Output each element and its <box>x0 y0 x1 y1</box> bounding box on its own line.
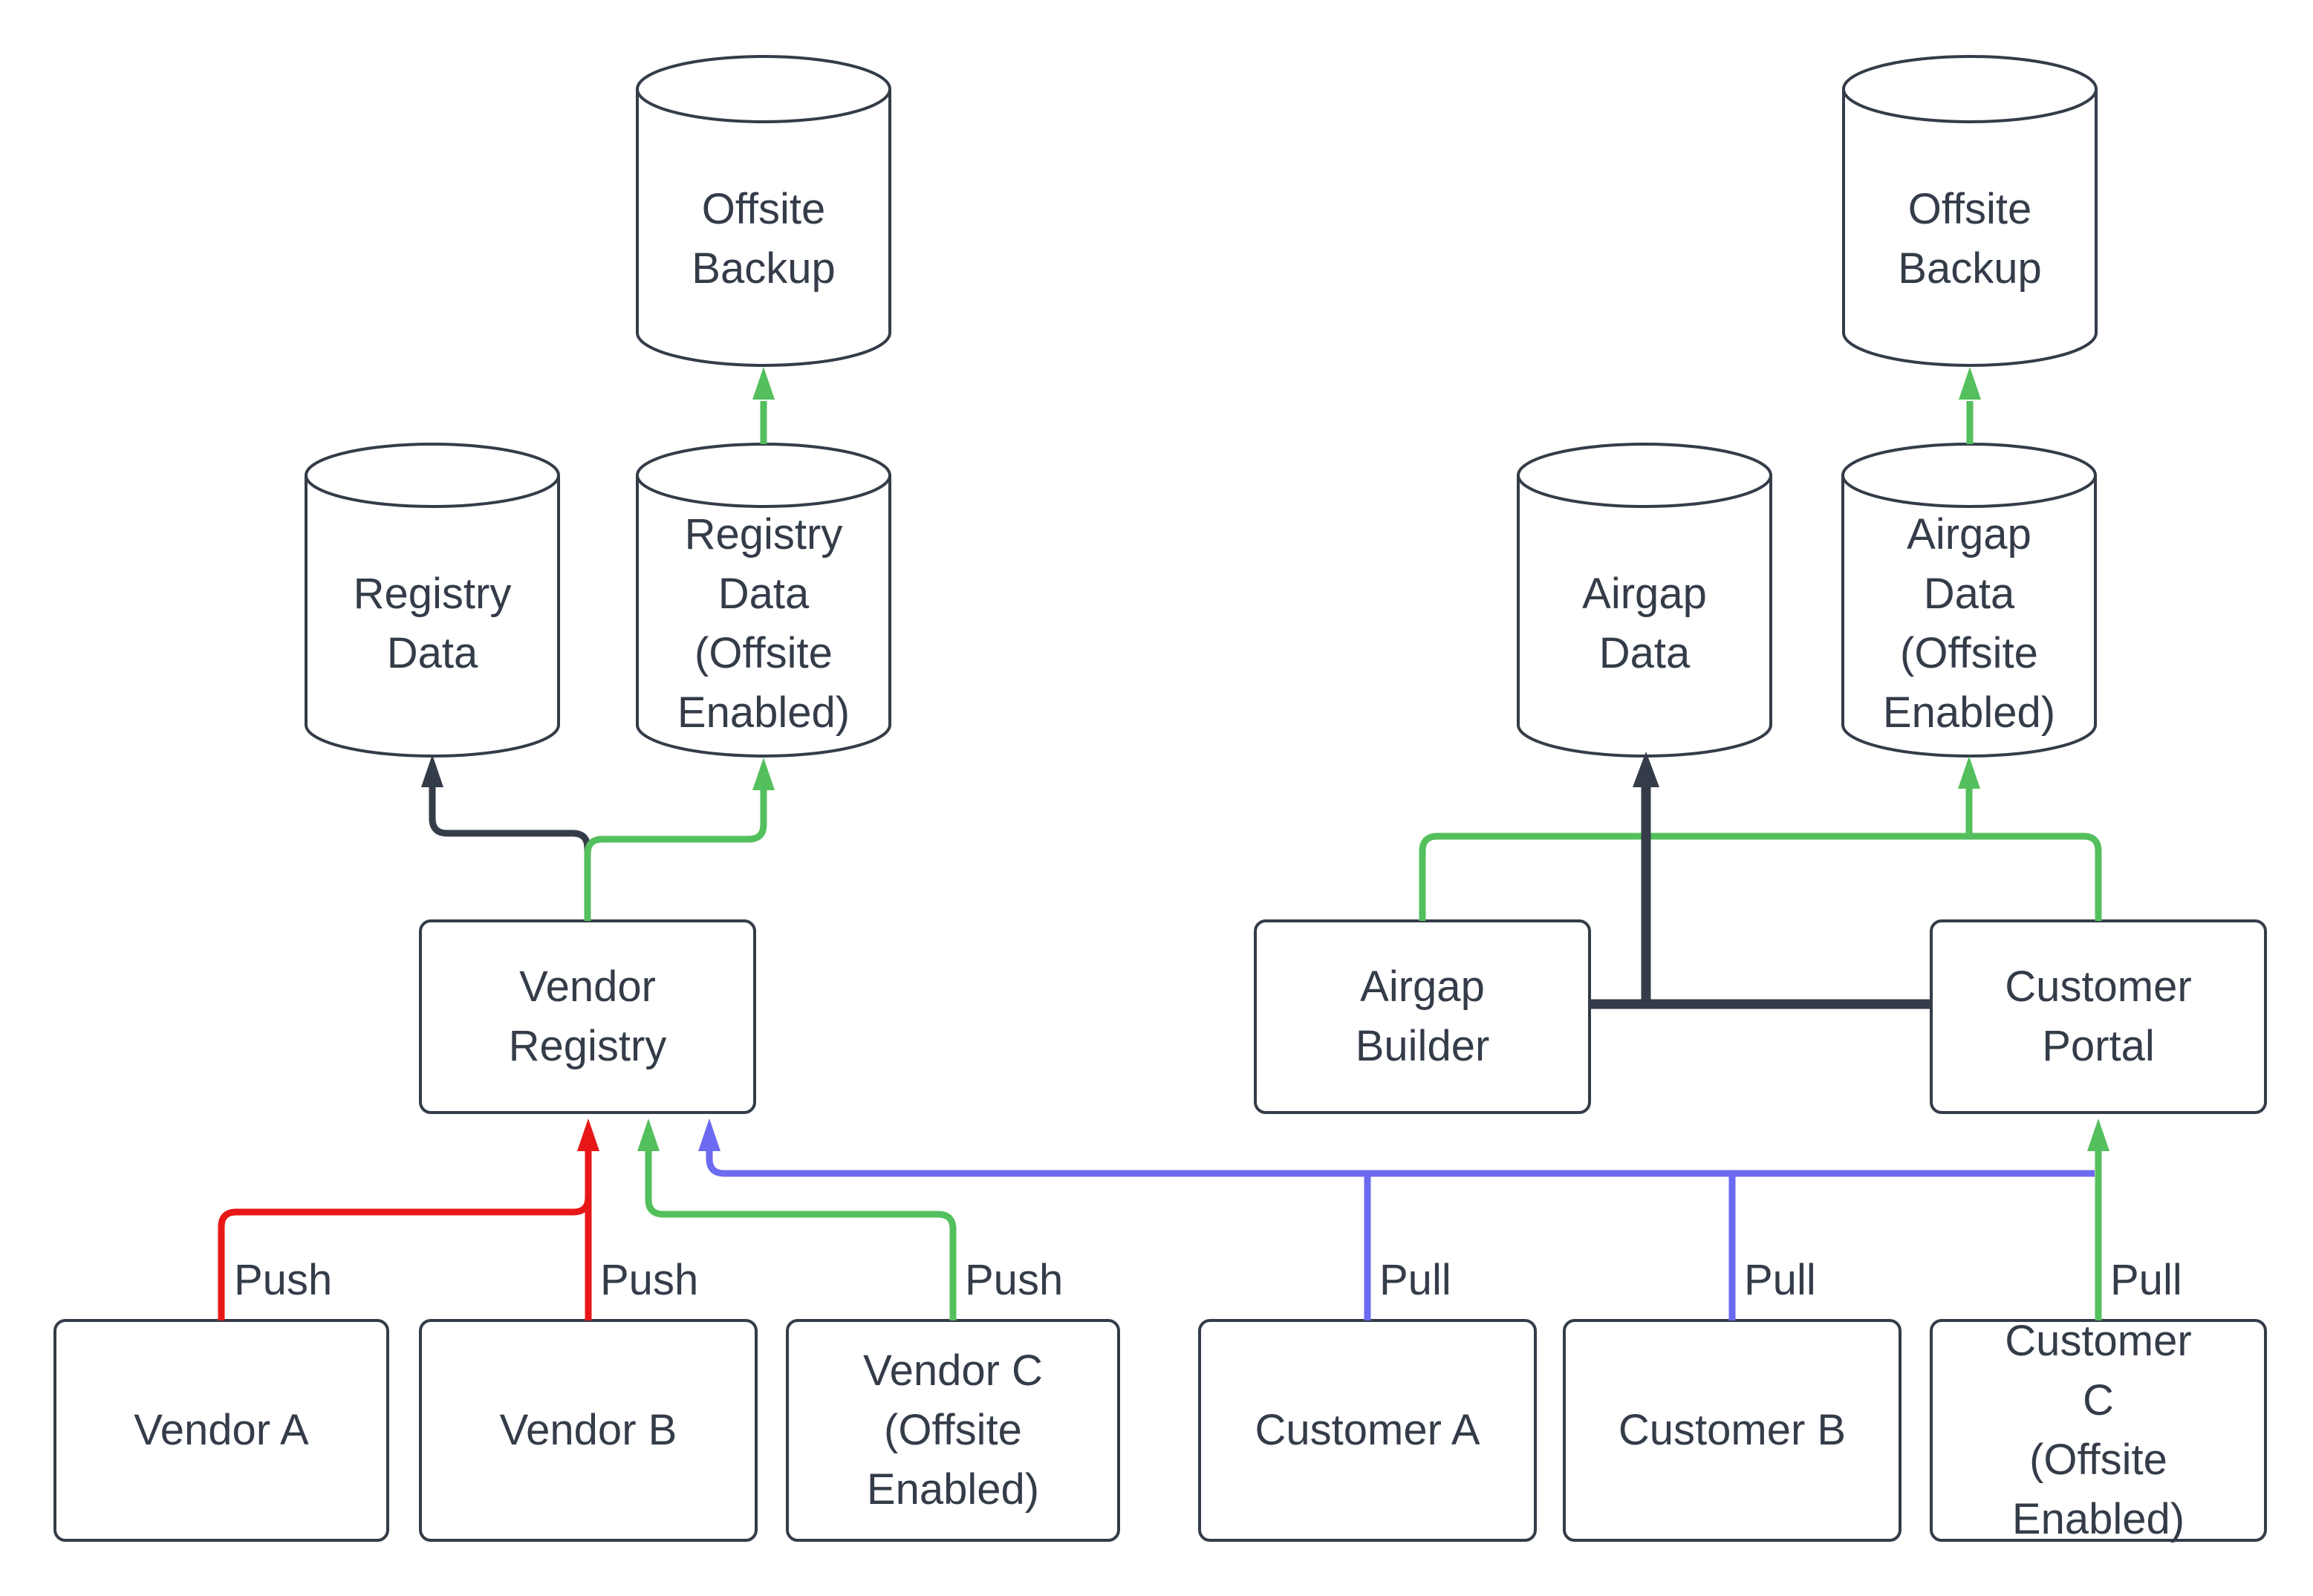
edge-vendor-registry-to-registry-data-offsite <box>584 790 767 921</box>
edge-label-push-vendor-a: Push <box>234 1256 333 1304</box>
label-vendor-registry: Vendor Registry <box>508 963 667 1070</box>
edge-label-pull-customer-a: Pull <box>1379 1256 1451 1304</box>
label-vendor-c: Vendor C (Offsite Enabled) <box>863 1346 1043 1514</box>
edge-vendor-a-b-push <box>218 1151 592 1320</box>
label-registry-data-offsite: Registry Data (Offsite Enabled) <box>677 510 850 737</box>
node-airgap-data-offsite <box>1841 443 2097 758</box>
label-offsite-backup-left: Offsite Backup <box>692 185 836 293</box>
arrowhead-registry-data-offsite <box>752 758 775 790</box>
node-airgap-data <box>1517 443 1772 758</box>
label-customer-c: Customer C (Offsite Enabled) <box>2005 1317 2192 1543</box>
node-registry-data-offsite <box>636 443 891 758</box>
edge-label-pull-customer-b: Pull <box>1744 1256 1816 1304</box>
node-offsite-backup-left <box>636 55 891 367</box>
arrowhead-registry-data <box>421 755 443 787</box>
edge-label-push-vendor-c: Push <box>965 1256 1064 1304</box>
arrowhead-offsite-backup-left <box>752 367 775 400</box>
label-vendor-b: Vendor B <box>499 1406 677 1454</box>
label-customer-portal: Customer Portal <box>2005 963 2192 1070</box>
node-registry-data <box>305 443 560 758</box>
edge-dark-to-airgap-data <box>1590 787 1931 1009</box>
label-airgap-data: Airgap Data <box>1582 570 1707 677</box>
edge-customers-pull-blue <box>706 1151 2095 1320</box>
edge-label-pull-customer-c: Pull <box>2110 1256 2182 1304</box>
label-airgap-data-offsite: Airgap Data (Offsite Enabled) <box>1882 510 2056 737</box>
edge-vendor-registry-to-registry-data <box>429 787 591 921</box>
arrowhead-pull-blue <box>698 1118 720 1151</box>
arrowhead-push-red <box>577 1118 599 1151</box>
arrowhead-airgap-data <box>1633 752 1659 787</box>
label-customer-b: Customer B <box>1618 1406 1847 1454</box>
arrowhead-push-green <box>637 1118 660 1151</box>
label-customer-a: Customer A <box>1255 1406 1480 1454</box>
edge-vendor-c-push <box>645 1151 957 1320</box>
arrowhead-airgap-data-offsite <box>1958 756 1980 789</box>
label-vendor-a: Vendor A <box>134 1406 309 1454</box>
node-offsite-backup-right <box>1842 55 2098 367</box>
label-offsite-backup-right: Offsite Backup <box>1898 185 2042 293</box>
label-registry-data: Registry Data <box>353 570 512 677</box>
edge-label-push-vendor-b: Push <box>600 1256 699 1304</box>
arrowhead-offsite-backup-right <box>1959 367 1981 400</box>
arrowhead-pull-green <box>2087 1118 2109 1151</box>
edge-airgap-green-trunk <box>1419 789 2102 921</box>
label-airgap-builder: Airgap Builder <box>1355 963 1490 1070</box>
